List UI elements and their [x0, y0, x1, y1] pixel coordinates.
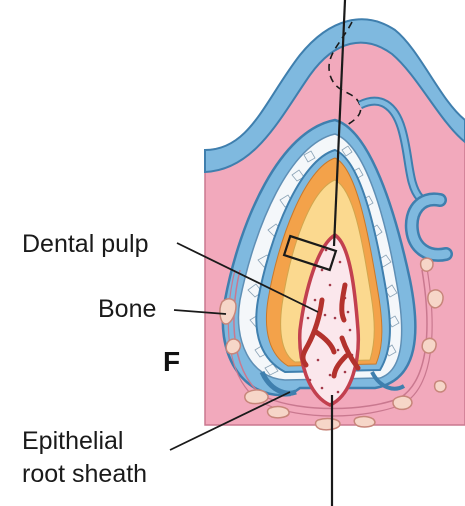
label-dental-pulp: Dental pulp [22, 230, 148, 259]
label-epithelial-root-sheath-line2: root sheath [22, 460, 147, 489]
label-epithelial-root-sheath-line1: Epithelial [22, 427, 123, 456]
label-bone: Bone [98, 295, 156, 324]
panel-letter: F [163, 346, 180, 378]
